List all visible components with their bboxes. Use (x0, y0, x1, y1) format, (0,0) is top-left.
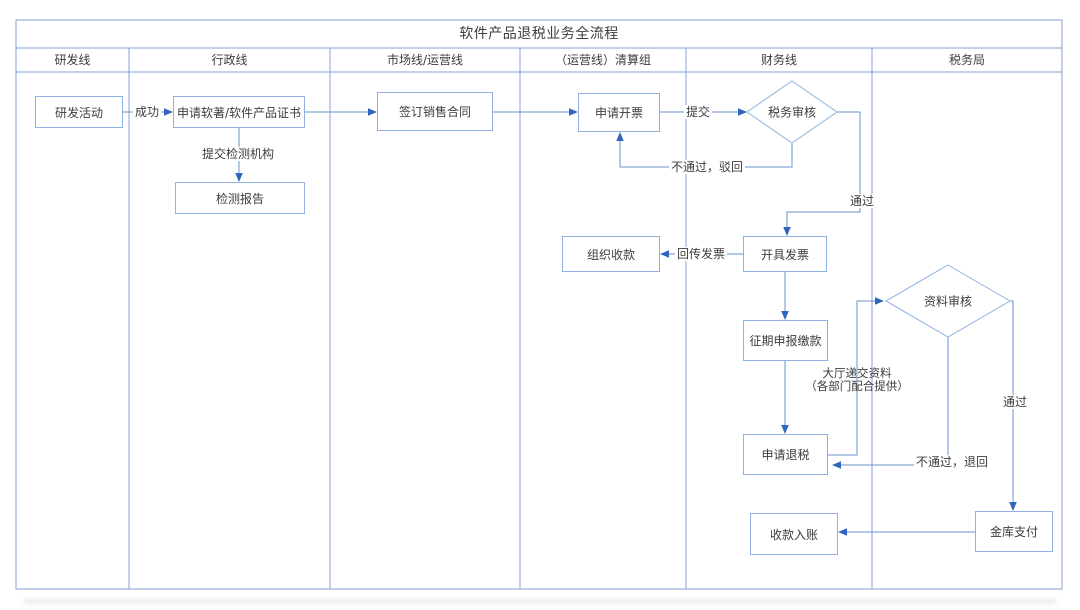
arrowhead-into-tax-review (738, 108, 747, 116)
edge-label-success: 成功 (132, 105, 162, 119)
arrowhead-into-cert (164, 108, 173, 116)
edge-material-review-pass (1010, 300, 1014, 503)
arrowhead-into-refund (781, 425, 789, 434)
node-sign-contract: 签订销售合同 (377, 92, 493, 131)
arrowhead-into-invoice-request (569, 108, 578, 116)
lane-header-market: 市场线/运营线 (386, 53, 464, 67)
edge-refund-to-material-review (828, 300, 875, 456)
edge-label-hall-submit-line2: （各部门配合提供） (805, 379, 909, 393)
edge-label-hall-submit: 大厅递交资料 （各部门配合提供） (803, 367, 911, 393)
edge-label-return-invoice: 回传发票 (674, 247, 728, 261)
arrowhead-into-contract (368, 108, 377, 116)
node-treasury-payment: 金库支付 (975, 511, 1053, 552)
edge-label-pass-tax-review: 通过 (847, 194, 877, 208)
node-apply-refund: 申请退税 (743, 434, 828, 475)
edge-tax-review-pass (786, 111, 861, 228)
node-period-declare-pay: 征期申报缴款 (743, 320, 828, 361)
node-issue-invoice: 开具发票 (743, 236, 827, 272)
node-test-report: 检测报告 (175, 182, 305, 214)
node-apply-invoice: 申请开票 (578, 93, 660, 132)
lane-header-admin: 行政线 (211, 53, 248, 67)
arrowhead-into-issue-invoice (783, 227, 791, 236)
node-apply-cert: 申请软著/软件产品证书 (173, 96, 305, 128)
page-bottom-shadow (24, 599, 1056, 604)
node-organize-collection: 组织收款 (562, 236, 660, 272)
node-rd-activity: 研发活动 (35, 96, 123, 128)
diagram-title: 软件产品退税业务全流程 (459, 26, 619, 42)
decision-tax-review-shape (746, 80, 838, 144)
arrowhead-into-material-review (875, 297, 884, 305)
edge-label-reject-refund: 不通过，退回 (913, 455, 991, 469)
arrowhead-reject-into-invoice-request (616, 132, 624, 141)
lane-header-finance: 财务线 (760, 53, 797, 67)
node-receipt-entry: 收款入账 (750, 513, 838, 555)
decision-material-review-label: 资料审核 (923, 294, 973, 309)
arrowhead-reject-into-refund (832, 461, 841, 469)
arrowhead-into-treasury (1009, 502, 1017, 511)
lane-header-clearing: （运营线）清算组 (554, 53, 651, 67)
arrowhead-into-report (235, 173, 243, 182)
edge-label-submit-testing: 提交检测机构 (199, 147, 277, 161)
edge-label-reject-invoice: 不通过，驳回 (668, 160, 746, 174)
decision-tax-review-label: 税务审核 (767, 105, 817, 120)
edge-label-submit: 提交 (683, 105, 713, 119)
arrowhead-into-declare (781, 311, 789, 320)
edge-label-hall-submit-line1: 大厅递交资料 (822, 366, 892, 380)
arrowhead-into-receipt (838, 528, 847, 536)
table-frame (15, 19, 1063, 590)
lane-header-taxbureau: 税务局 (948, 53, 985, 67)
decision-material-review-shape (885, 264, 1011, 338)
arrowhead-into-collection (660, 250, 669, 258)
edge-label-pass-material: 通过 (1000, 395, 1030, 409)
lane-header-rd: 研发线 (54, 53, 91, 67)
